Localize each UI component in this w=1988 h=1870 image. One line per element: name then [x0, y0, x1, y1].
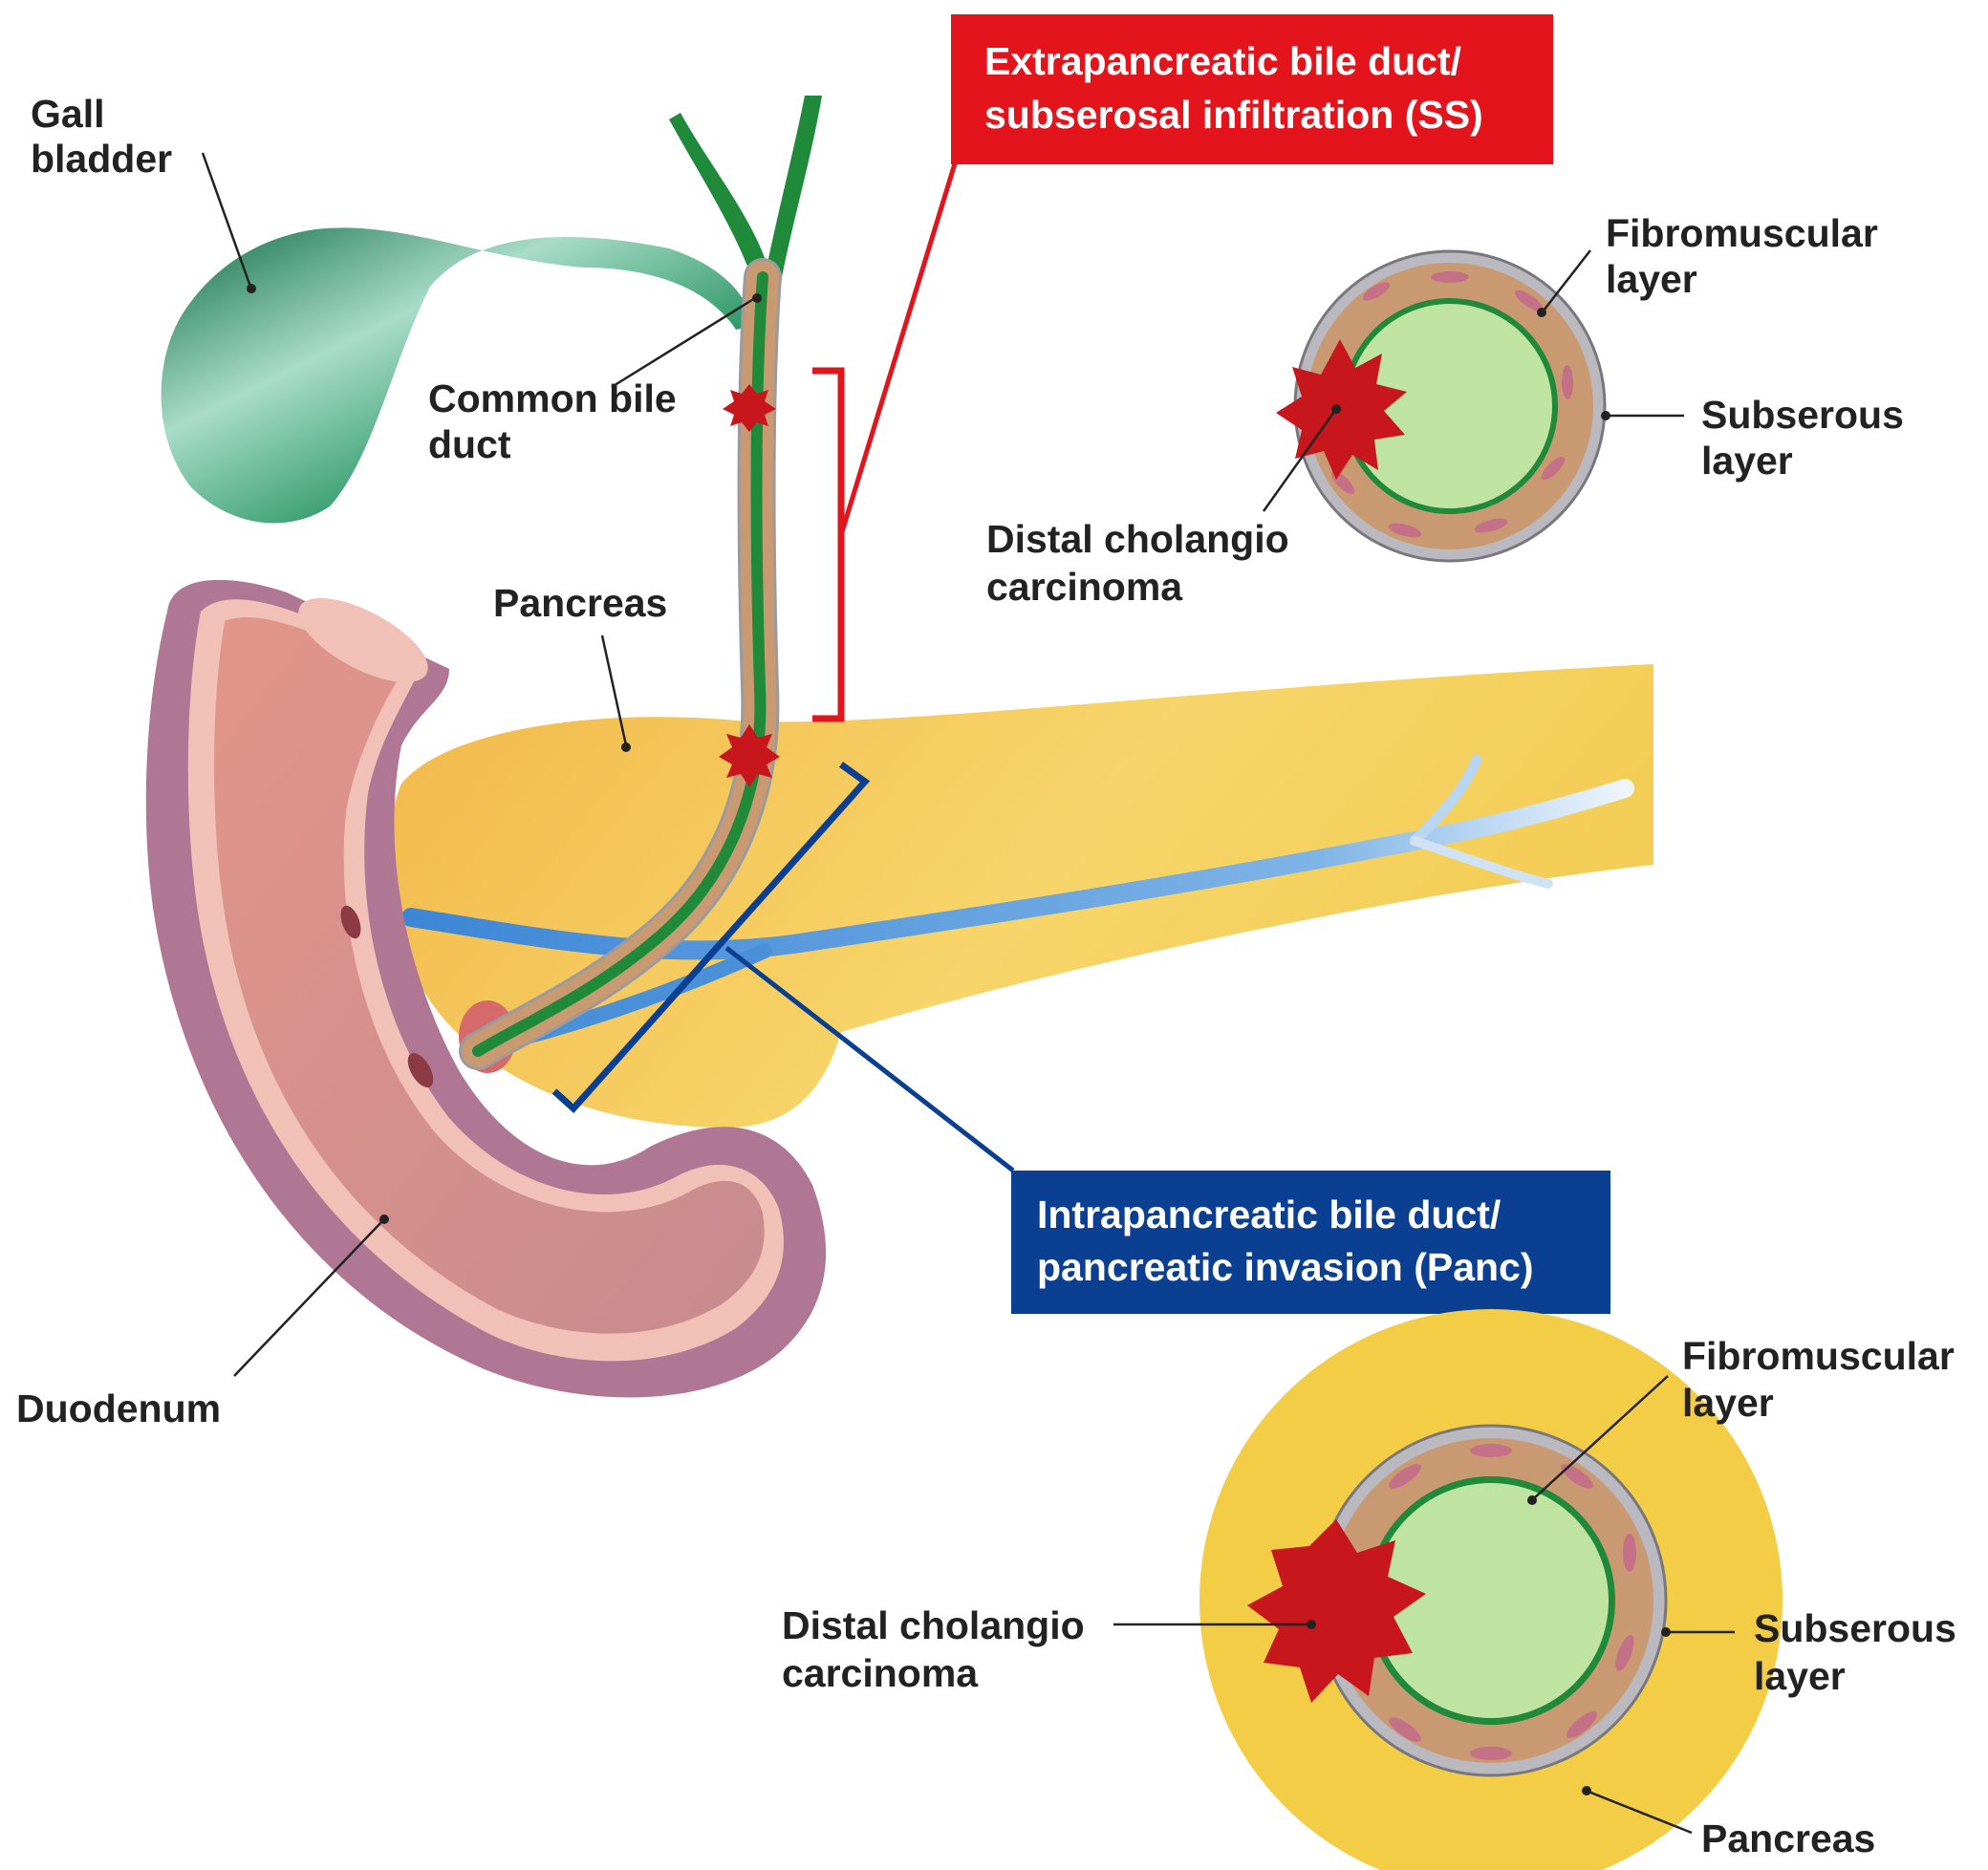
- gall-bladder-dot: [247, 284, 256, 293]
- panc-box-line-1: Intrapancreatic bile duct/: [1037, 1193, 1501, 1236]
- panc-lumen: [1373, 1483, 1609, 1718]
- ss-subserous-label-1: Subserous: [1701, 393, 1904, 437]
- duodenum-leader: [233, 1220, 383, 1377]
- gall-bladder-label-1: Gall: [31, 92, 104, 136]
- panc-fibromuscular-dot: [1527, 1495, 1537, 1505]
- panc-subserous-label-2: layer: [1754, 1654, 1846, 1698]
- gallbladder-organ: [161, 227, 756, 524]
- duodenum-opening: [298, 597, 428, 683]
- duodenum-lumen: [214, 617, 765, 1334]
- common-bile-duct-dot: [752, 293, 762, 303]
- duct-tumor-lower-icon: [719, 724, 780, 787]
- panc-subserous-dot: [1661, 1627, 1671, 1637]
- hepatic-duct-right: [765, 96, 822, 277]
- ss-fibromuscular-label-1: Fibromuscular: [1606, 211, 1878, 255]
- ss-tumor-label-2: carcinoma: [986, 565, 1183, 609]
- pancreas-dot: [621, 742, 631, 752]
- ss-connector: [838, 160, 959, 536]
- duodenal-hole-1: [340, 905, 361, 939]
- ss-lumen: [1348, 304, 1552, 508]
- pancreas-leader: [600, 634, 628, 746]
- duodenal-hole-2: [407, 1052, 434, 1088]
- panc-tumor-label-2: carcinoma: [782, 1651, 979, 1695]
- panc-box: [1011, 1171, 1610, 1314]
- ss-fibromuscular-dot: [1537, 308, 1546, 317]
- panc-subserous-label-1: Subserous: [1754, 1606, 1956, 1650]
- cross-section-panc: Distal cholangio carcinoma Fibromuscular…: [782, 1309, 1956, 1870]
- common-bile-duct-label-1: Common bile: [428, 376, 677, 420]
- ss-tumor-label-1: Distal cholangio: [986, 517, 1289, 561]
- common-bile-duct-leader: [611, 296, 756, 389]
- panc-pancreas-leader: [1588, 1790, 1693, 1835]
- duodenum-label: Duodenum: [16, 1386, 221, 1430]
- ss-fibromuscular-leader: [1543, 249, 1591, 312]
- panc-fibromuscular-label-1: Fibromuscular: [1682, 1334, 1955, 1378]
- ss-box: [951, 14, 1553, 164]
- gall-bladder-leader: [201, 152, 252, 288]
- panc-box-line-2: pancreatic invasion (Panc): [1037, 1245, 1534, 1289]
- ss-fibromuscular-label-2: layer: [1606, 257, 1697, 301]
- ss-tumor-leader: [1262, 408, 1338, 512]
- ss-bracket: [812, 367, 845, 722]
- panc-muscle-fibers: [1389, 1444, 1636, 1760]
- panc-tumor-label-1: Distal cholangio: [782, 1603, 1085, 1647]
- pancreas-label: Pancreas: [493, 581, 667, 625]
- panc-tumor-icon: [1247, 1519, 1426, 1703]
- panc-fibromuscular-label-2: layer: [1682, 1381, 1774, 1425]
- pancreatic-duct: [401, 779, 1634, 960]
- ss-subserous-dot: [1601, 411, 1610, 420]
- hepatic-duct-left: [669, 113, 769, 287]
- panc-pancreas-dot: [1582, 1786, 1591, 1795]
- common-bile-duct-label-2: duct: [428, 422, 511, 466]
- ss-tumor-icon: [1276, 339, 1407, 480]
- duodenum-dot: [379, 1214, 389, 1224]
- pancreatic-duct-branch-2: [1410, 836, 1553, 889]
- panc-tumor-dot: [1307, 1620, 1316, 1629]
- ss-box-line-2: subserosal infiltration (SS): [984, 93, 1483, 137]
- pancreas-organ: [388, 664, 1653, 1128]
- panc-bracket: [551, 762, 871, 1113]
- duct-tumor-upper-icon: [723, 384, 776, 432]
- panc-fibromuscular-leader: [1533, 1375, 1669, 1499]
- common-bile-duct-lumen: [472, 271, 768, 1057]
- ss-box-line-1: Extrapancreatic bile duct/: [984, 39, 1461, 83]
- panc-connector: [724, 946, 1015, 1172]
- panc-pancreas-label: Pancreas: [1701, 1816, 1875, 1860]
- cross-section-ss: Distal cholangio carcinoma Fibromuscular…: [986, 211, 1904, 609]
- pancreatic-duct-branch-1: [1409, 754, 1482, 847]
- ss-subserous-label-2: layer: [1701, 439, 1793, 483]
- gall-bladder-label-2: bladder: [31, 137, 172, 181]
